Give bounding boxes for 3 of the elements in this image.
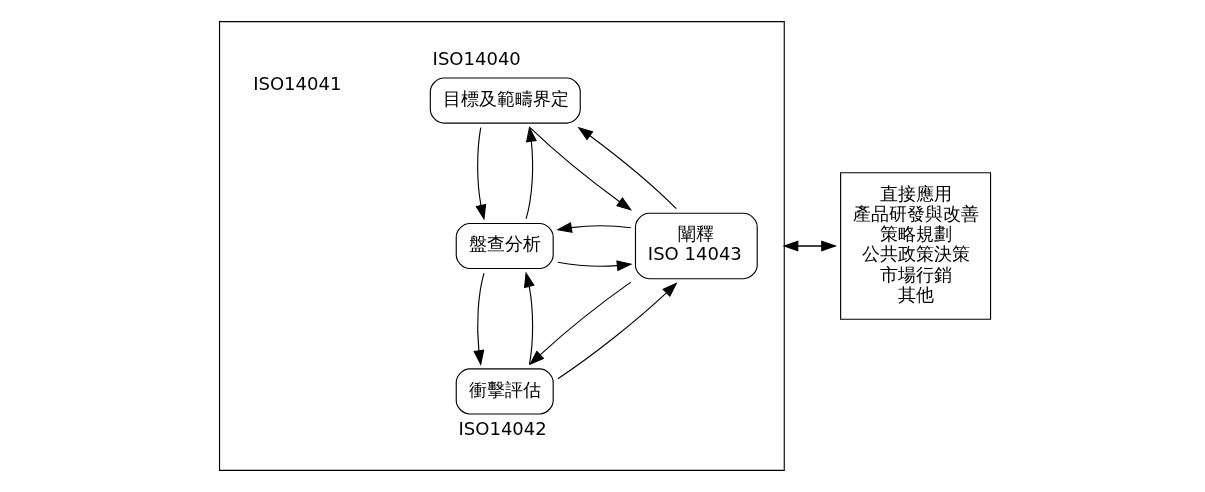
node-label: ISO14042 xyxy=(458,418,547,440)
label: ISO14041 xyxy=(253,73,342,95)
node-label: ISO14040 xyxy=(432,48,521,70)
